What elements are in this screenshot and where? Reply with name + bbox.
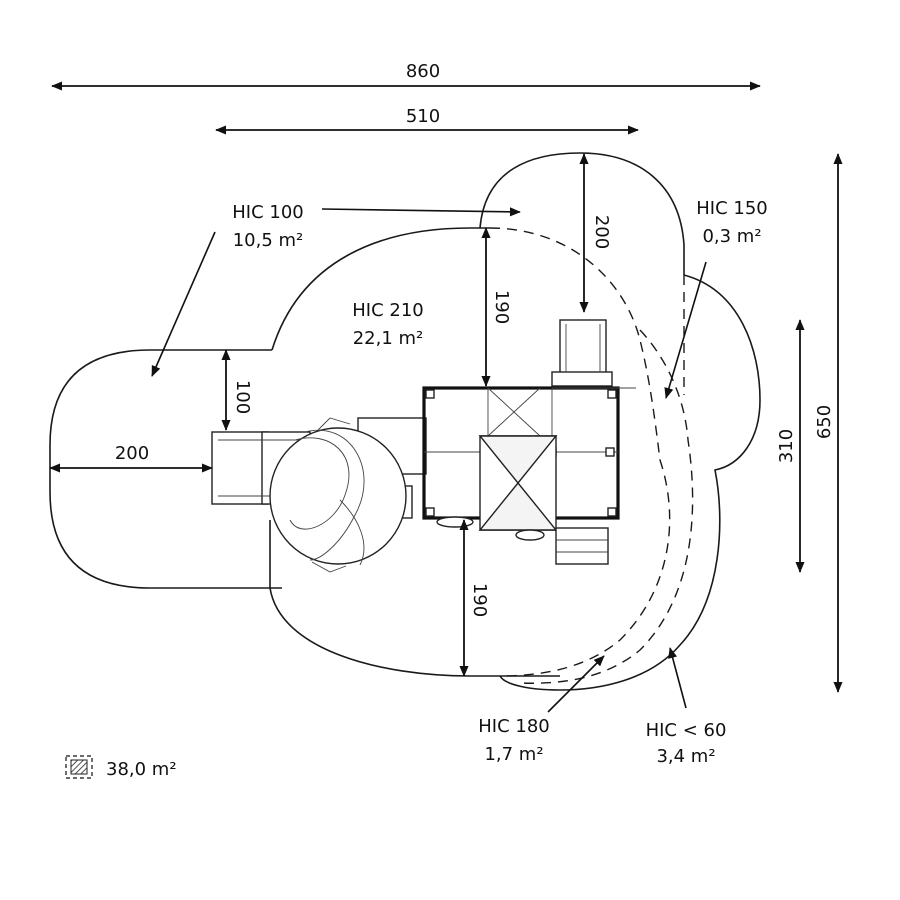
zone-main-outline (271, 227, 490, 351)
hic180-label: HIC 180 (478, 716, 550, 737)
hic150-label: HIC 150 (696, 198, 768, 219)
leader-arrows (151, 207, 707, 713)
hic100-label: HIC 100 (232, 202, 304, 223)
dim-overall-width: 860 (406, 61, 440, 82)
zone-right-outline (499, 274, 761, 691)
dim-right-zone-depth: 200 (591, 215, 612, 249)
hatched-square-icon (65, 755, 93, 779)
dim-overall-depth: 650 (814, 405, 835, 439)
top-slide (551, 319, 613, 387)
zone-hic210-boundary (489, 227, 671, 677)
safety-zones (49, 152, 761, 691)
hic100-leader-right (321, 207, 521, 217)
total-area-legend: 38,0 m² (65, 755, 177, 780)
zone-top-slide-outline (479, 152, 685, 275)
dim-front-depth-top: 190 (491, 290, 512, 324)
dim-left-zone-half: 100 (232, 380, 253, 414)
zone-main-bottom-outline (269, 520, 560, 677)
zone-hic180-boundary (519, 329, 694, 684)
dim-left-zone-depth: 200 (115, 443, 149, 464)
hic100-area: 10,5 m² (233, 230, 304, 251)
play-structure (211, 319, 636, 573)
roof (478, 435, 558, 531)
hic150-area: 0,3 m² (702, 226, 761, 247)
hic180-area: 1,7 m² (484, 744, 543, 765)
hic210-label: HIC 210 (352, 300, 424, 321)
hic210-area: 22,1 m² (353, 328, 424, 349)
dim-front-depth-bottom: 190 (469, 583, 490, 617)
dim-structure-depth: 310 (776, 429, 797, 463)
dimension-lines (49, 81, 843, 693)
hic150-leader (664, 261, 707, 399)
total-area-value: 38,0 m² (106, 759, 177, 780)
hic60-area: 3,4 m² (656, 746, 715, 767)
dim-tower-width: 510 (406, 106, 440, 127)
hic60-label: HIC < 60 (646, 720, 727, 741)
hic180-leader (547, 655, 605, 713)
spiral-slide (269, 417, 427, 573)
hic60-leader (668, 647, 687, 709)
hic100-leader-left (151, 231, 216, 377)
